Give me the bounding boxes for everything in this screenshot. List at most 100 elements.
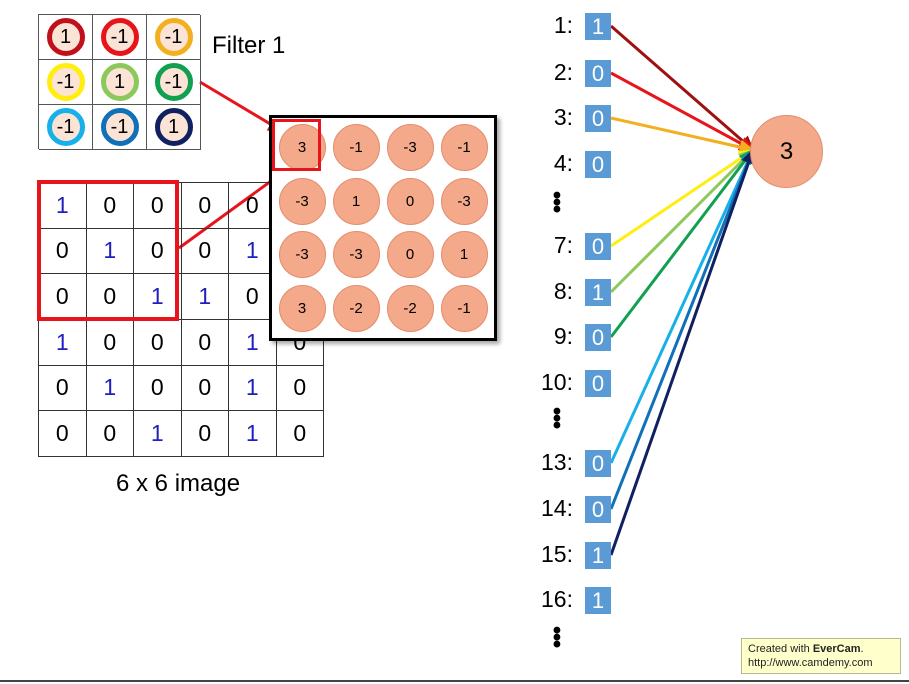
input-index: 3: [553,104,573,130]
connection-arrow [609,148,755,464]
input-value: 0 [585,233,611,260]
input-index: 8: [553,278,573,304]
image-pixel: 0 [39,365,87,412]
feature-map-cell: -2 [383,282,437,336]
feature-value: 1 [440,231,488,279]
filter-cell: 1 [147,105,201,150]
image-pixel: 0 [181,183,229,229]
feature-map-cell: -1 [437,121,491,175]
input-value: 1 [585,542,611,569]
filter-cell: -1 [93,105,147,150]
filter-weight: -1 [154,63,193,101]
connection-arrow [610,116,755,155]
feature-map-cell: -3 [383,121,437,175]
input-value: 0 [585,151,611,178]
feature-value: 3 [278,284,326,332]
input-index: 16: [541,586,573,612]
image-pixel: 0 [181,320,229,366]
image-pixel: 0 [86,183,134,229]
feature-value: 0 [386,231,434,279]
filter-label: Filter 1 [212,32,286,59]
input-value: 0 [585,450,611,477]
filter-cell: -1 [93,15,147,60]
connection-arrow [609,148,755,338]
image-pixel: 0 [181,365,229,412]
image-pixel: 1 [39,183,87,229]
feature-map-cell: -3 [275,175,329,229]
feature-map-cell: 0 [383,228,437,282]
filter-weight: 1 [154,108,193,146]
image-pixel: 0 [276,365,324,412]
watermark-brand: EverCam [812,643,861,655]
feature-value: -1 [332,124,380,172]
filter-cell: 1 [39,15,93,60]
input-value: 0 [585,105,611,132]
input-index: 4: [553,150,573,176]
feature-value: 1 [332,177,380,225]
input-value: 0 [585,60,611,87]
feature-map-cell: -3 [437,175,491,229]
connection-arrow [610,71,755,152]
image-pixel: 0 [39,411,87,457]
feature-map-cell: 1 [329,175,383,229]
image-pixel: 1 [229,365,277,412]
feature-value: -3 [440,177,488,225]
image-label: 6 x 6 image [116,470,241,497]
input-value: 1 [585,279,611,306]
input-index: 13: [541,449,573,475]
feature-value: -3 [332,231,380,279]
connection-arrow [610,24,755,152]
feature-value: -3 [386,124,434,172]
input-index: 10: [541,369,573,395]
filter-weight: 1 [100,63,139,101]
image-pixel: 1 [39,320,87,366]
input-value: 1 [585,13,611,40]
filter-weight: -1 [100,108,139,146]
input-value: 0 [585,324,611,351]
image-pixel: 0 [39,228,87,275]
connection-arrow [609,148,755,294]
receptive-field-window [37,180,179,321]
feature-value: 0 [386,177,434,225]
input-index: 14: [541,495,573,521]
image-pixel: 1 [86,228,134,275]
feature-map-cell: 3 [275,282,329,336]
watermark-suffix: . [860,643,864,655]
image-pixel: 1 [181,274,229,320]
feature-value: -2 [332,284,380,332]
filter-weight: 1 [46,18,85,56]
evercam-watermark: Created with EverCam. http://www.camdemy… [741,638,901,674]
feature-map-cell: -2 [329,282,383,336]
image-pixel: 0 [276,411,324,457]
connection-arrow [609,148,756,556]
neuron-value: 3 [779,137,794,165]
feature-value: -3 [278,231,326,279]
image-pixel: 1 [229,411,277,457]
image-pixel: 0 [86,320,134,366]
image-pixel: 1 [229,320,277,366]
image-pixel: 1 [86,365,134,412]
filter-cell: -1 [39,105,93,150]
filter-cell: -1 [147,60,201,105]
connection-arrow [609,148,756,510]
bottom-divider [0,680,909,682]
image-pixel: 1 [134,411,182,457]
image-pixel: 0 [86,411,134,457]
feature-map-cell: -1 [437,282,491,336]
connection-arrow [610,148,755,248]
image-pixel: 0 [134,228,182,275]
filter-weight: -1 [100,18,139,56]
input-value: 1 [585,587,611,614]
feature-value: 3 [278,124,326,172]
ellipsis-vertical-icon: ••• [552,617,562,658]
feature-map-cell: -3 [275,228,329,282]
feature-map-cell: 0 [383,175,437,229]
watermark-prefix: Created with [748,643,813,655]
filter-cell: -1 [147,15,201,60]
feature-map-cell: -1 [329,121,383,175]
filter-weight: -1 [46,63,85,101]
filter-cell: 1 [93,60,147,105]
input-index: 1: [553,12,573,38]
